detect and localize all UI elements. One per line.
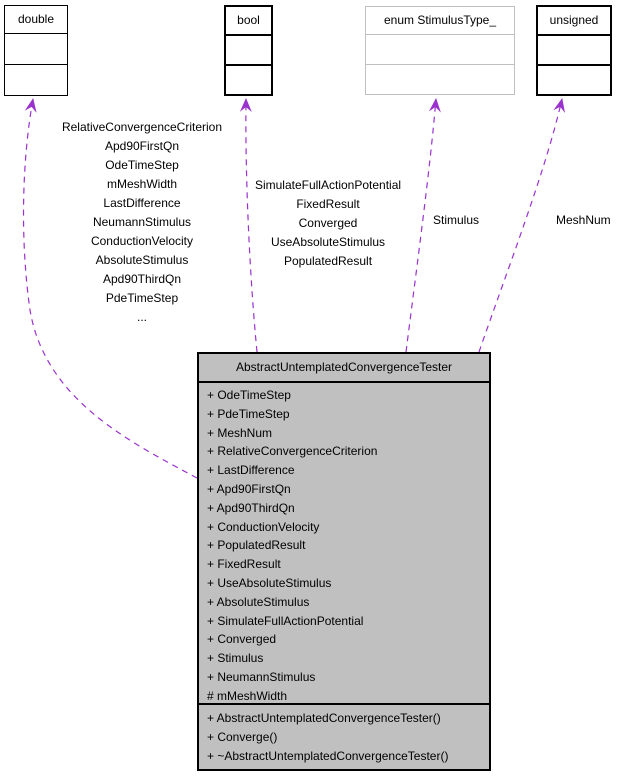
node-double-methods-compartment <box>5 65 67 95</box>
attribute-row: + NeumannStimulus <box>207 669 316 684</box>
edge-to-bool <box>239 98 258 353</box>
node-bool-title[interactable]: bool <box>226 7 271 36</box>
edge-label-line: NeumannStimulus <box>92 215 192 229</box>
main-class-title: AbstractUntemplatedConvergenceTester <box>199 354 489 383</box>
node-enum-methods-compartment <box>366 65 514 94</box>
node-unsigned-attributes-compartment <box>538 36 610 66</box>
edge-label-line: AbsoluteStimulus <box>95 253 189 267</box>
edge-label-line: PopulatedResult <box>283 254 373 268</box>
node-double-title[interactable]: double <box>5 6 67 34</box>
attribute-row: + Apd90ThirdQn <box>207 500 295 515</box>
attribute-row: + UseAbsoluteStimulus <box>207 575 332 590</box>
node-enum-stimulustype: enum StimulusType_ <box>365 6 515 95</box>
edge-label-line: RelativeConvergenceCriterion <box>61 120 223 134</box>
attribute-row: + Apd90FirstQn <box>207 481 291 496</box>
method-row: + Converge() <box>207 730 278 744</box>
attribute-row: + ConductionVelocity <box>207 519 320 534</box>
attribute-row: + AbsoluteStimulus <box>207 594 310 609</box>
attribute-row: + MeshNum <box>207 425 273 440</box>
edge-to-enum <box>405 98 441 353</box>
node-double-attributes-compartment <box>5 34 67 65</box>
edge-label-line: mMeshWidth <box>106 177 177 191</box>
edge-label-line: FixedResult <box>296 197 360 211</box>
node-enum-stimulustype-title: enum StimulusType_ <box>366 7 514 35</box>
attribute-row: + RelativeConvergenceCriterion <box>207 444 378 459</box>
edge-label-line: Apd90FirstQn <box>104 139 180 153</box>
edge-label-line: PdeTimeStep <box>105 291 179 305</box>
edge-to-unsigned <box>478 98 565 353</box>
attribute-row: + PdeTimeStep <box>207 406 290 421</box>
attribute-row: + FixedResult <box>207 557 281 572</box>
edge-label-line: SimulateFullActionPotential <box>254 178 402 192</box>
method-row: + ~AbstractUntemplatedConvergenceTester(… <box>207 749 449 763</box>
main-class-attributes: + OdeTimeStep + PdeTimeStep + MeshNum + Rel… <box>199 383 489 705</box>
attribute-row: + Converged <box>207 632 277 647</box>
main-class-methods: + AbstractUntemplatedConvergenceTester()… <box>199 705 489 769</box>
edge-label-line: OdeTimeStep <box>105 158 179 172</box>
node-bool-methods-compartment <box>226 66 271 94</box>
edge-label-line: Apd90ThirdQn <box>102 272 182 286</box>
attribute-row: + PopulatedResult <box>207 538 306 553</box>
edge-label-meshnum: MeshNum <box>556 213 611 227</box>
node-main-class: AbstractUntemplatedConvergenceTester + O… <box>197 352 491 771</box>
attribute-row: # mMeshWidth <box>207 688 288 703</box>
edge-label-line: ... <box>136 310 147 324</box>
attribute-row: + SimulateFullActionPotential <box>207 613 364 628</box>
edge-label-stimulus: Stimulus <box>433 213 480 227</box>
edge-label-line: LastDifference <box>103 196 181 210</box>
node-unsigned[interactable]: unsigned <box>536 5 612 96</box>
node-double[interactable]: double <box>4 5 68 96</box>
node-unsigned-methods-compartment <box>538 66 610 94</box>
edge-label-line: Converged <box>298 216 358 230</box>
edge-label-line: UseAbsoluteStimulus <box>270 235 386 249</box>
node-bool[interactable]: bool <box>224 5 273 96</box>
attribute-row: + Stimulus <box>207 651 264 666</box>
edge-label-line: ConductionVelocity <box>90 234 194 248</box>
attribute-row: + OdeTimeStep <box>207 388 291 402</box>
attribute-row: + LastDifference <box>207 463 295 478</box>
node-bool-attributes-compartment <box>226 36 271 66</box>
method-row: + AbstractUntemplatedConvergenceTester() <box>207 711 441 725</box>
node-enum-attributes-compartment <box>366 35 514 65</box>
edge-to-double <box>22 98 198 479</box>
node-unsigned-title[interactable]: unsigned <box>538 7 610 36</box>
